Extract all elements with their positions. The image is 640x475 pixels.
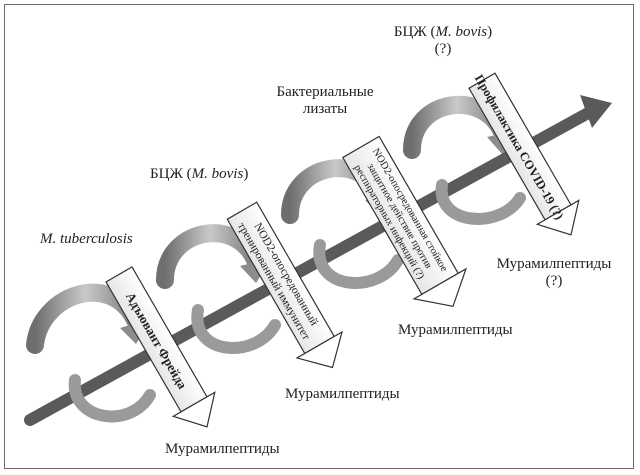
- source-label-4-suffix: ): [487, 24, 493, 40]
- spiral-loop-front-1: [68, 374, 156, 423]
- spiral-loop-front-2: [191, 304, 281, 354]
- source-label-4-species: M. bovis: [435, 24, 488, 40]
- source-label-2-suffix: ): [243, 166, 249, 182]
- source-label-4-note: (?): [434, 41, 452, 58]
- source-label-2-prefix: БЦЖ (: [150, 166, 192, 182]
- source-label-3-line-2: лизаты: [302, 101, 348, 118]
- product-label-1: Мурамилпептиды: [165, 441, 280, 457]
- product-label-4: Мурамилпептиды (?): [488, 256, 620, 291]
- band-arrow-3: NOD2-опосредованная стойкое защитное дей…: [341, 135, 468, 308]
- product-label-2: Мурамилпептиды: [285, 386, 400, 402]
- source-label-2: БЦЖ (M. bovis): [150, 166, 248, 183]
- arrow-right-up-icon: [580, 95, 612, 128]
- source-label-2-species: M. bovis: [191, 166, 244, 182]
- source-label-4: БЦЖ (M. bovis) (?): [378, 24, 508, 59]
- source-label-3: Бактериальные лизаты: [265, 84, 385, 119]
- axis-arrow: [24, 95, 612, 426]
- source-label-1: M. tuberculosis: [40, 231, 133, 247]
- source-label-4-prefix: БЦЖ (: [393, 24, 436, 40]
- spiral-loop-front-4: [435, 179, 526, 225]
- product-label-4-text: Мурамилпептиды: [496, 256, 612, 272]
- spiral-loop-front-3: [313, 239, 404, 289]
- product-label-4-note: (?): [545, 273, 563, 290]
- figure-frame: [4, 4, 634, 469]
- source-label-3-line-1: Бактериальные: [276, 84, 374, 100]
- product-label-3: Мурамилпептиды: [398, 322, 513, 338]
